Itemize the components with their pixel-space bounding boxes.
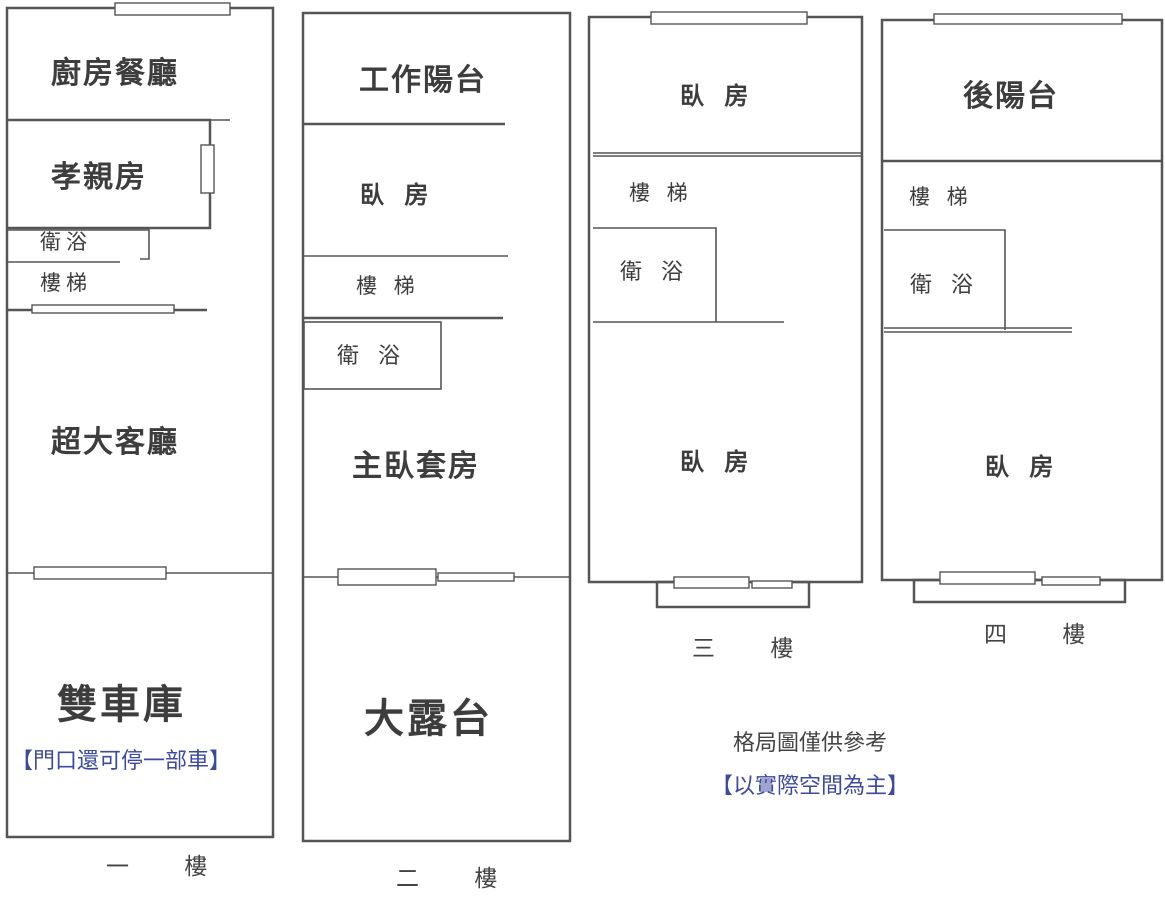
f1-living-label: 超大客廳 [51,425,179,460]
f4-back-balcony-label: 後陽台 [963,79,1059,114]
f2-stairs-label: 樓 梯 [356,274,420,298]
f2-floor-label: 二 樓 [396,866,522,892]
f3-stairs-label: 樓 梯 [629,181,693,205]
f4-bedroom-label: 臥 房 [985,453,1060,481]
floor-2-plan [301,11,572,843]
floor-1-plan [5,2,275,839]
f2-balcony-label: 工作陽台 [359,63,487,98]
f2-master-label: 主臥套房 [352,449,480,484]
floor-4-plan [880,13,1164,604]
f4-bath-label: 衛 浴 [910,273,979,298]
f1-garage-note: 【門口還可停一部車】 [11,749,232,774]
f2-bath-label: 衛 浴 [337,344,406,369]
f1-kitchen-label: 廚房餐廳 [51,56,179,91]
f1-elder-room-label: 孝親房 [51,160,147,195]
f3-bedroom-bottom-label: 臥 房 [680,448,755,476]
f2-terrace-label: 大露台 [364,696,493,742]
floor-3-plan [587,11,864,609]
f1-stairs-label: 樓梯 [40,271,92,295]
f1-floor-label: 一 樓 [106,854,232,880]
f2-bedroom-label: 臥 房 [360,181,435,209]
actual-space-note: 【以實際空間為主】 [711,774,910,799]
reference-note: 格局圖僅供參考 [733,731,888,756]
f4-stairs-label: 樓 梯 [909,185,973,209]
f4-floor-label: 四 樓 [984,622,1110,648]
f3-bath-label: 衛 浴 [620,260,689,285]
f3-bedroom-top-label: 臥 房 [680,82,755,110]
f1-bath-label: 衛浴 [40,230,92,254]
f1-garage-label: 雙車庫 [57,682,186,728]
f3-floor-label: 三 樓 [692,636,818,662]
